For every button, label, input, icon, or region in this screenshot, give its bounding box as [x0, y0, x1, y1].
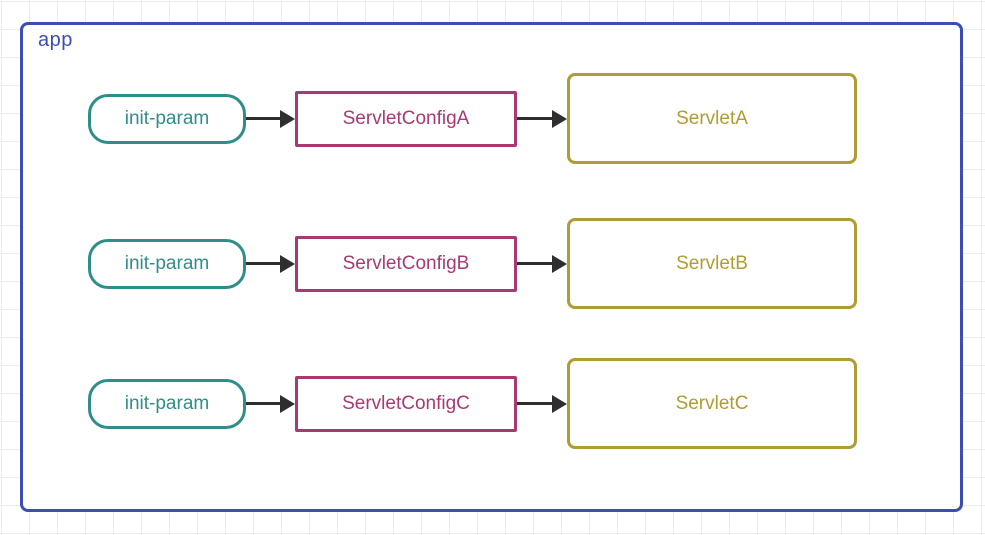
servlet-node-b: ServletB	[567, 218, 857, 309]
servlet-node-a: ServletA	[567, 73, 857, 164]
arrow-head-icon	[280, 394, 295, 413]
servlet-config-label: ServletConfigC	[342, 392, 470, 414]
init-param-label: init-param	[124, 252, 210, 274]
servlet-config-node-a: ServletConfigA	[295, 90, 517, 147]
arrow-head-icon	[552, 109, 567, 128]
servlet-label: ServletC	[675, 392, 749, 414]
servlet-config-label: ServletConfigA	[342, 107, 470, 129]
servlet-label: ServletA	[676, 107, 748, 129]
arrow-line	[246, 117, 281, 120]
arrow-right-icon	[517, 254, 567, 273]
arrow-right-icon	[246, 394, 295, 413]
diagram-row-c: init-param ServletConfigC ServletC	[23, 358, 960, 449]
arrow-line	[246, 262, 281, 265]
arrow-head-icon	[552, 394, 567, 413]
arrow-head-icon	[552, 254, 567, 273]
arrow-line	[517, 262, 553, 265]
arrow-line	[517, 117, 553, 120]
arrow-head-icon	[280, 254, 295, 273]
app-container-label: app	[38, 29, 73, 51]
app-container: app init-param ServletConfigA ServletA i…	[20, 22, 963, 512]
init-param-node-a: init-param	[88, 93, 246, 144]
arrow-line	[517, 402, 553, 405]
diagram-row-b: init-param ServletConfigB ServletB	[23, 218, 960, 309]
servlet-config-node-c: ServletConfigC	[295, 375, 517, 432]
servlet-node-c: ServletC	[567, 358, 857, 449]
servlet-label: ServletB	[676, 252, 748, 274]
servlet-config-label: ServletConfigB	[342, 252, 470, 274]
arrow-head-icon	[280, 109, 295, 128]
arrow-right-icon	[517, 109, 567, 128]
arrow-line	[246, 402, 281, 405]
arrow-right-icon	[246, 109, 295, 128]
init-param-node-c: init-param	[88, 378, 246, 429]
diagram-row-a: init-param ServletConfigA ServletA	[23, 73, 960, 164]
servlet-config-node-b: ServletConfigB	[295, 235, 517, 292]
arrow-right-icon	[517, 394, 567, 413]
init-param-node-b: init-param	[88, 238, 246, 289]
init-param-label: init-param	[124, 392, 210, 414]
init-param-label: init-param	[124, 107, 210, 129]
arrow-right-icon	[246, 254, 295, 273]
